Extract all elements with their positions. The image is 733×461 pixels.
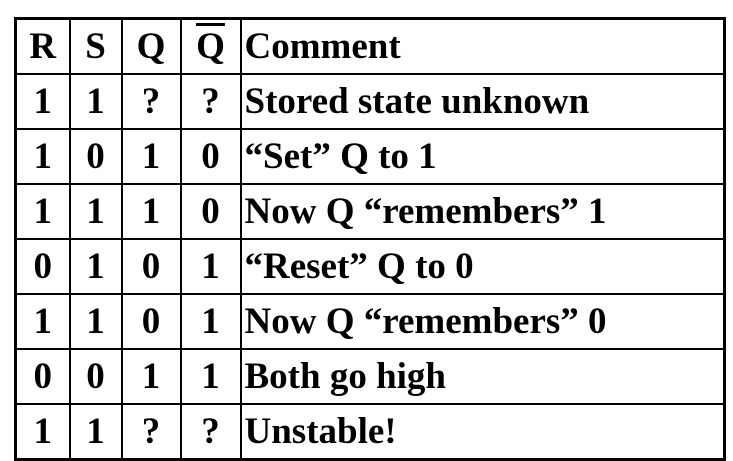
cell-comment: Stored state unknown [239,73,726,130]
cell-comment: Both go high [239,348,726,405]
cell-r: 0 [14,348,71,405]
cell-q-bar: 1 [179,348,242,405]
cell-r: 1 [14,73,71,130]
cell-s: 1 [68,403,123,461]
cell-r: 1 [14,293,71,350]
cell-q: 0 [120,238,182,295]
cell-s: 1 [68,293,123,350]
cell-s: 1 [68,183,123,240]
cell-q-bar: ? [179,403,242,461]
cell-q: 1 [120,128,182,185]
table-row: 1 1 1 0 Now Q “remembers” 1 [14,183,726,240]
cell-comment: Now Q “remembers” 1 [239,183,726,240]
cell-s: 1 [68,73,123,130]
cell-q-bar: 1 [179,238,242,295]
cell-comment: “Reset” Q to 0 [239,238,726,295]
cell-comment: “Set” Q to 1 [239,128,726,185]
cell-comment: Unstable! [239,403,726,461]
table-row: 1 1 0 1 Now Q “remembers” 0 [14,293,726,350]
table-row: 0 1 0 1 “Reset” Q to 0 [14,238,726,295]
header-r: R [14,17,71,75]
cell-s: 0 [68,348,123,405]
q-bar-label: Q [196,26,225,67]
header-s: S [68,17,123,75]
cell-r: 1 [14,183,71,240]
header-row: R S Q Q Comment [14,17,726,75]
cell-r: 1 [14,403,71,461]
header-comment: Comment [239,17,726,75]
cell-q: ? [120,73,182,130]
cell-r: 1 [14,128,71,185]
cell-q: 0 [120,293,182,350]
cell-comment: Now Q “remembers” 0 [239,293,726,350]
table-row: 1 1 ? ? Unstable! [14,403,726,461]
table-row: 0 0 1 1 Both go high [14,348,726,405]
cell-q-bar: 1 [179,293,242,350]
table-row: 1 1 ? ? Stored state unknown [14,73,726,130]
cell-r: 0 [14,238,71,295]
cell-s: 0 [68,128,123,185]
header-q: Q [120,17,182,75]
cell-q: ? [120,403,182,461]
table-row: 1 0 1 0 “Set” Q to 1 [14,128,726,185]
cell-q: 1 [120,183,182,240]
cell-q: 1 [120,348,182,405]
cell-s: 1 [68,238,123,295]
cell-q-bar: ? [179,73,242,130]
cell-q-bar: 0 [179,128,242,185]
sr-latch-truth-table: R S Q Q Comment 1 1 ? ? Stored state unk… [14,17,726,461]
header-q-bar: Q [179,17,242,75]
cell-q-bar: 0 [179,183,242,240]
